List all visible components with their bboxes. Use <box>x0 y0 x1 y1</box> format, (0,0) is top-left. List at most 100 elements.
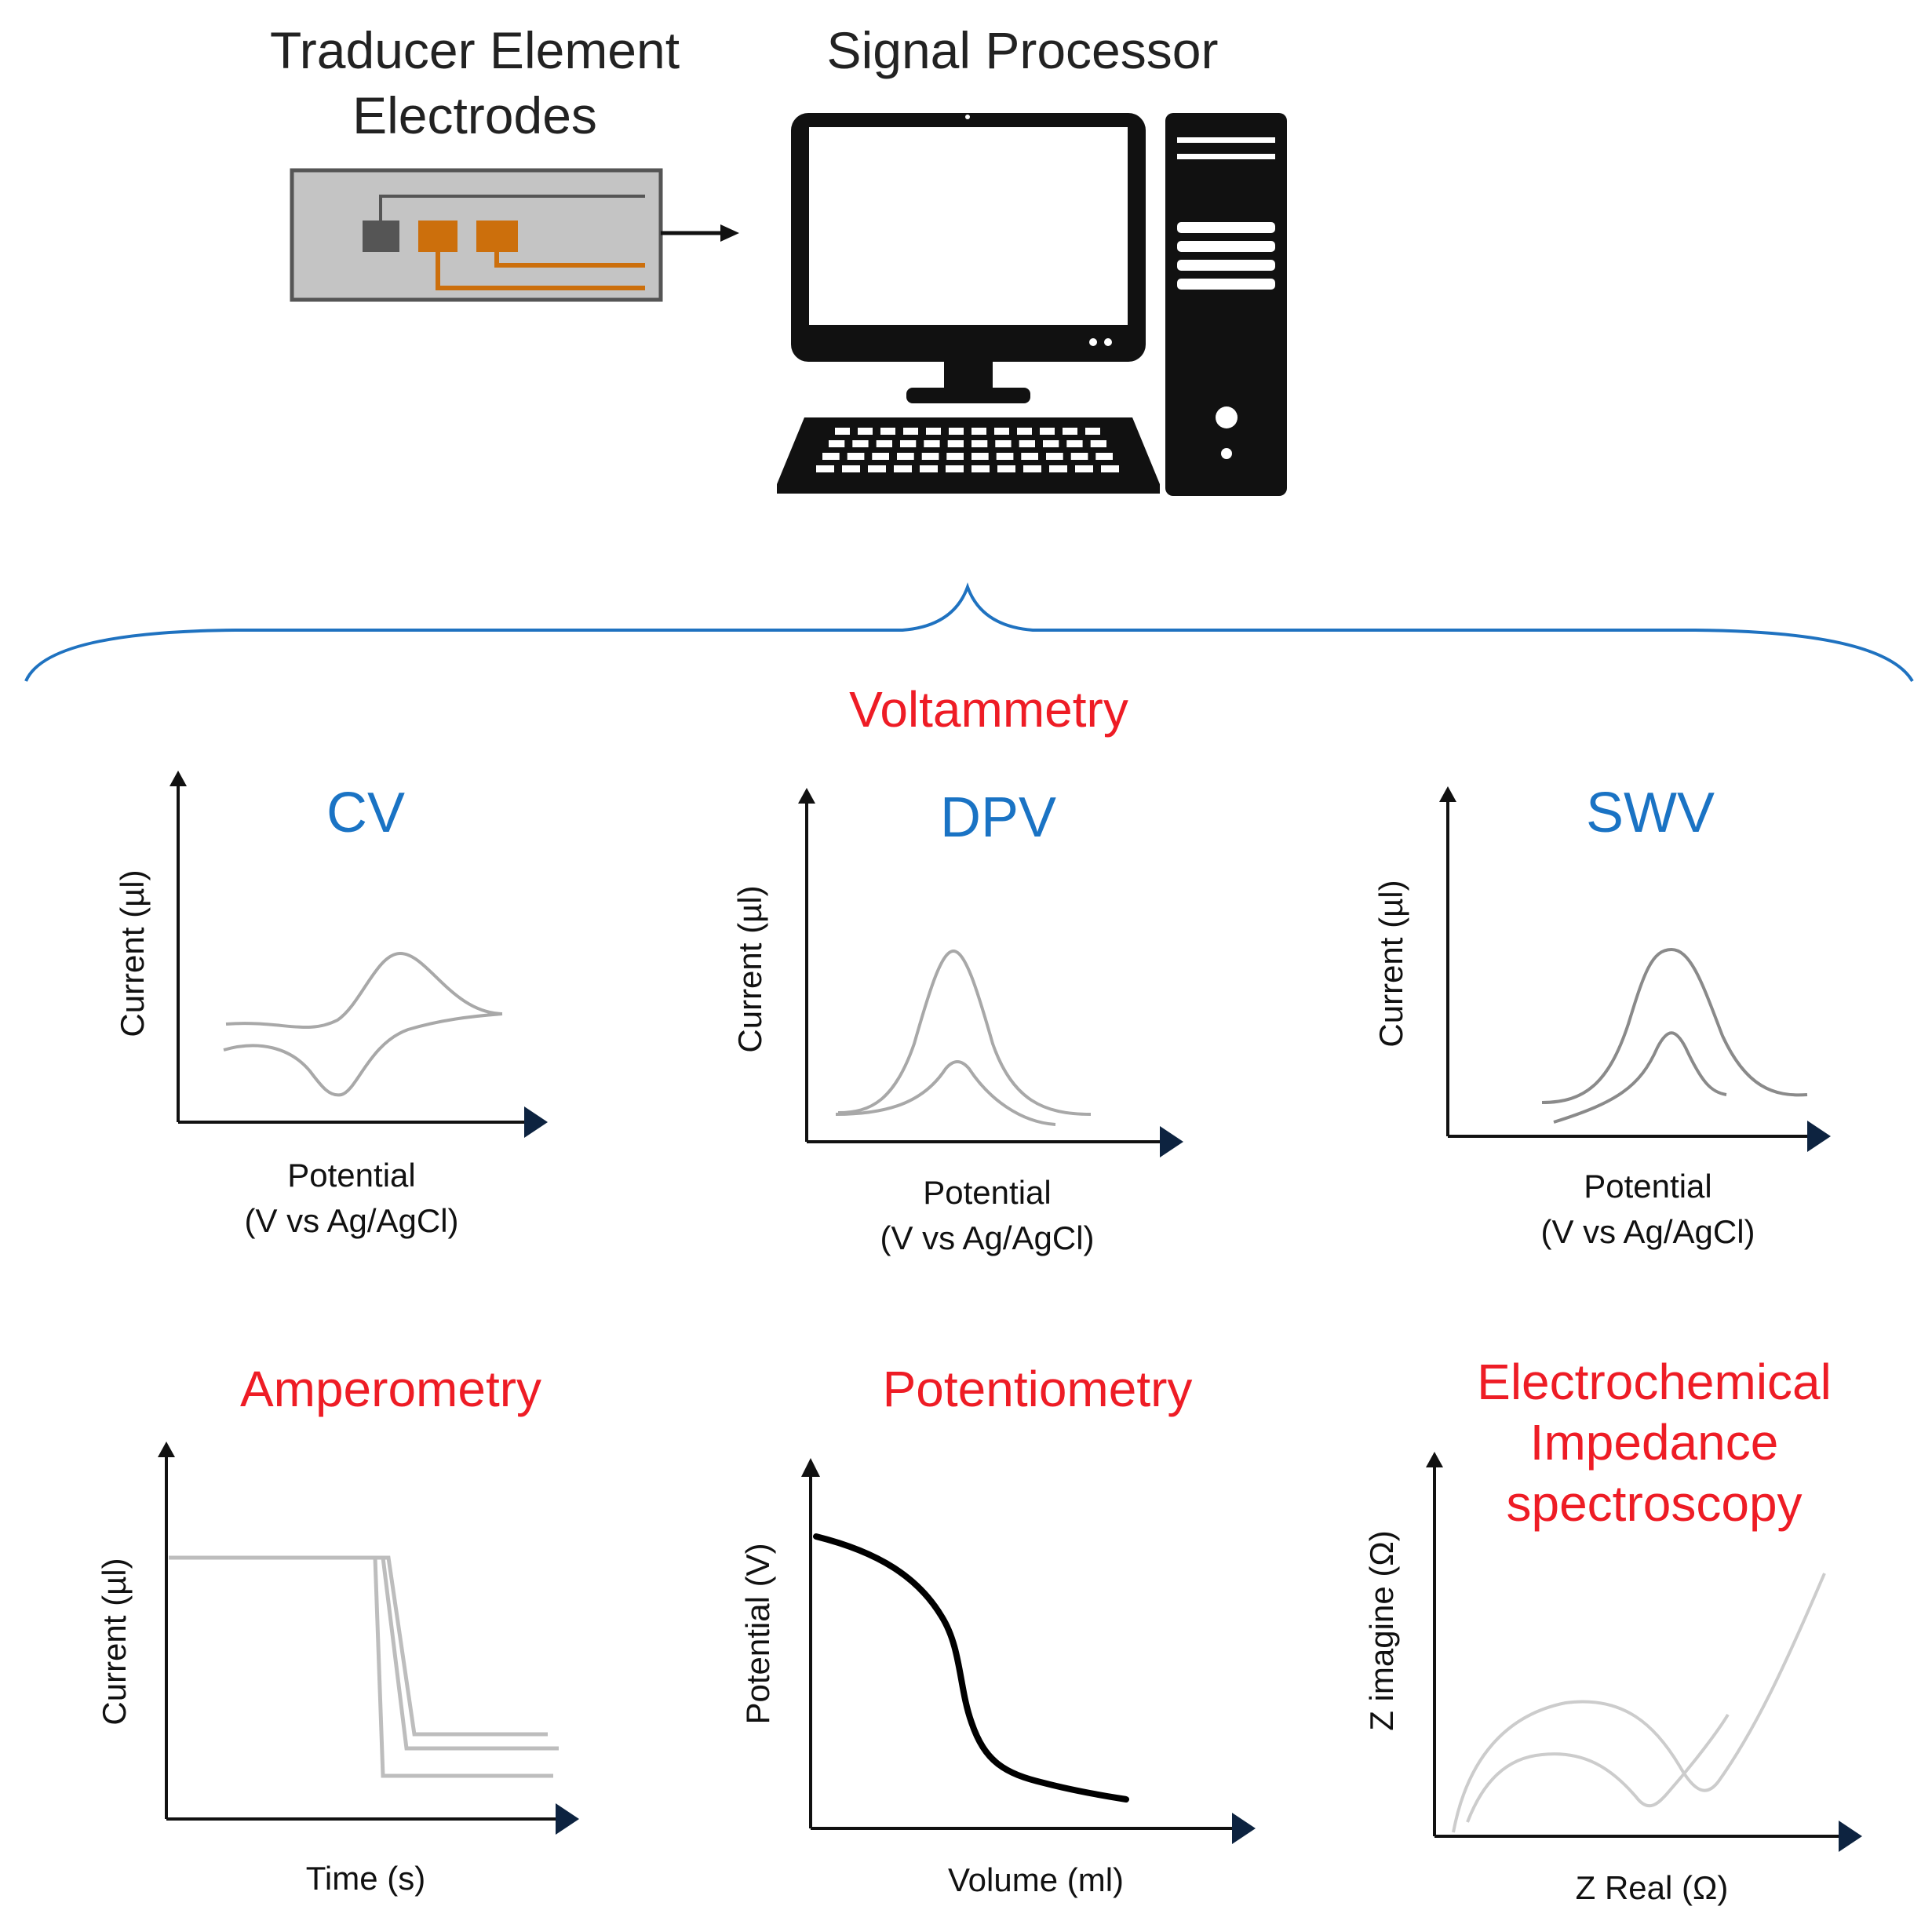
cv-title: CV <box>326 782 405 844</box>
transducer-label-line1: Traducer Element <box>270 21 680 79</box>
swv-xlabel-line2: (V vs Ag/AgCl) <box>1540 1213 1755 1250</box>
keyboard-key <box>971 440 988 447</box>
keyboard-key <box>1066 440 1083 447</box>
keyboard-key <box>994 428 1009 435</box>
keyboard-key <box>926 428 941 435</box>
keyboard-key <box>1085 428 1100 435</box>
keyboard-key <box>876 440 892 447</box>
dpv-curve-large <box>837 949 1092 1116</box>
computer-monitor-icon <box>791 113 1146 403</box>
cv-plot: CV Current (µl) Potential (V vs Ag/AgCl) <box>114 771 548 1239</box>
keyboard-key <box>1101 465 1119 472</box>
keyboard-key <box>897 453 914 460</box>
eis-curve-1 <box>1452 1573 1826 1833</box>
amperometry-xlabel: Time (s) <box>306 1860 425 1897</box>
keyboard-key <box>946 465 964 472</box>
keyboard-key <box>847 453 865 460</box>
keyboard-key <box>829 440 845 447</box>
keyboard-key <box>949 428 964 435</box>
potentiometry-xlabel: Volume (ml) <box>948 1861 1124 1898</box>
dpv-plot: DPV Current (µl) Potential (V vs Ag/AgCl… <box>731 786 1183 1256</box>
keyboard-key <box>822 453 840 460</box>
grouping-brace <box>24 582 1914 683</box>
keyboard-key <box>880 428 895 435</box>
keyboard-key <box>1017 428 1032 435</box>
keyboard-key <box>920 465 938 472</box>
keyboard-key <box>971 453 989 460</box>
amperometry-step-3 <box>169 1555 548 1737</box>
cv-xlabel-line1: Potential <box>287 1157 415 1194</box>
swv-ylabel: Current (µl) <box>1372 880 1409 1047</box>
keyboard-key <box>900 440 917 447</box>
connection-arrow <box>661 224 739 242</box>
keyboard-key <box>842 465 860 472</box>
keyboard-icon <box>777 417 1160 494</box>
keyboard-key <box>995 440 1012 447</box>
dpv-title: DPV <box>940 786 1056 849</box>
keyboard-key <box>971 428 986 435</box>
keyboard-key <box>1070 453 1088 460</box>
signal-processor-label: Signal Processor <box>827 21 1219 79</box>
potentiometry-ylabel: Potential (V) <box>739 1543 776 1724</box>
swv-curve-large <box>1541 947 1808 1104</box>
keyboard-key <box>1063 428 1077 435</box>
dpv-xlabel-line2: (V vs Ag/AgCl) <box>880 1219 1094 1256</box>
keyboard-key <box>924 440 940 447</box>
keyboard-key <box>947 440 964 447</box>
eis-plot: Electrochemical Impedance spectroscopy Z… <box>1363 1354 1862 1906</box>
cv-curve-upper <box>225 951 503 1030</box>
eis-title-line3: spectroscopy <box>1506 1475 1802 1532</box>
eis-title-line1: Electrochemical <box>1477 1354 1832 1410</box>
keyboard-key <box>852 440 869 447</box>
keyboard-key <box>997 465 1015 472</box>
keyboard-key <box>971 465 990 472</box>
swv-curve-small <box>1553 1031 1727 1124</box>
amperometry-ylabel: Current (µl) <box>96 1558 133 1725</box>
swv-title: SWV <box>1586 782 1715 844</box>
dpv-ylabel: Current (µl) <box>731 885 768 1052</box>
swv-xlabel-line1: Potential <box>1584 1168 1711 1205</box>
keyboard-key <box>996 453 1014 460</box>
keyboard-key <box>1023 465 1041 472</box>
potentiometry-title: Potentiometry <box>883 1361 1193 1417</box>
potentiometry-curve <box>813 1533 1129 1803</box>
amperometry-plot: Amperometry Current (µl) Time (s) <box>96 1361 579 1897</box>
keyboard-key <box>1019 440 1035 447</box>
eis-curve-2 <box>1466 1713 1730 1823</box>
cv-xlabel-line2: (V vs Ag/AgCl) <box>244 1202 458 1239</box>
voltammetry-label: Voltammetry <box>849 681 1128 738</box>
amperometry-step-1 <box>169 1555 553 1778</box>
dpv-curve-small <box>835 1060 1056 1126</box>
keyboard-key <box>894 465 912 472</box>
amperometry-step-2 <box>169 1555 559 1751</box>
keyboard-key <box>816 465 834 472</box>
electrode-strip-icon <box>290 168 663 302</box>
dpv-xlabel-line1: Potential <box>923 1174 1051 1211</box>
keyboard-key <box>872 453 889 460</box>
keyboard-key <box>903 428 918 435</box>
keyboard-key <box>921 453 939 460</box>
cv-curve-lower <box>223 1012 503 1097</box>
eis-xlabel: Z Real (Ω) <box>1576 1869 1729 1906</box>
keyboard-key <box>946 453 964 460</box>
keyboard-key <box>1043 440 1059 447</box>
potentiometry-plot: Potentiometry Potential (V) Volume (ml) <box>739 1361 1256 1898</box>
keyboard-key <box>1040 428 1055 435</box>
swv-plot: SWV Current (µl) Potential (V vs Ag/AgCl… <box>1372 782 1831 1250</box>
amperometry-title: Amperometry <box>240 1361 541 1417</box>
keyboard-key <box>858 428 873 435</box>
transducer-label-line2: Electrodes <box>352 86 597 144</box>
keyboard-key <box>1049 465 1067 472</box>
eis-title-line2: Impedance <box>1530 1414 1779 1471</box>
keyboard-key <box>1075 465 1093 472</box>
keyboard-key <box>1090 440 1106 447</box>
keyboard-key <box>868 465 886 472</box>
computer-tower-icon <box>1165 113 1287 496</box>
cv-ylabel: Current (µl) <box>114 869 151 1037</box>
keyboard-key <box>1095 453 1113 460</box>
keyboard-key <box>1021 453 1038 460</box>
eis-ylabel: Z imagine (Ω) <box>1363 1530 1400 1730</box>
keyboard-key <box>1046 453 1063 460</box>
keyboard-key <box>835 428 850 435</box>
